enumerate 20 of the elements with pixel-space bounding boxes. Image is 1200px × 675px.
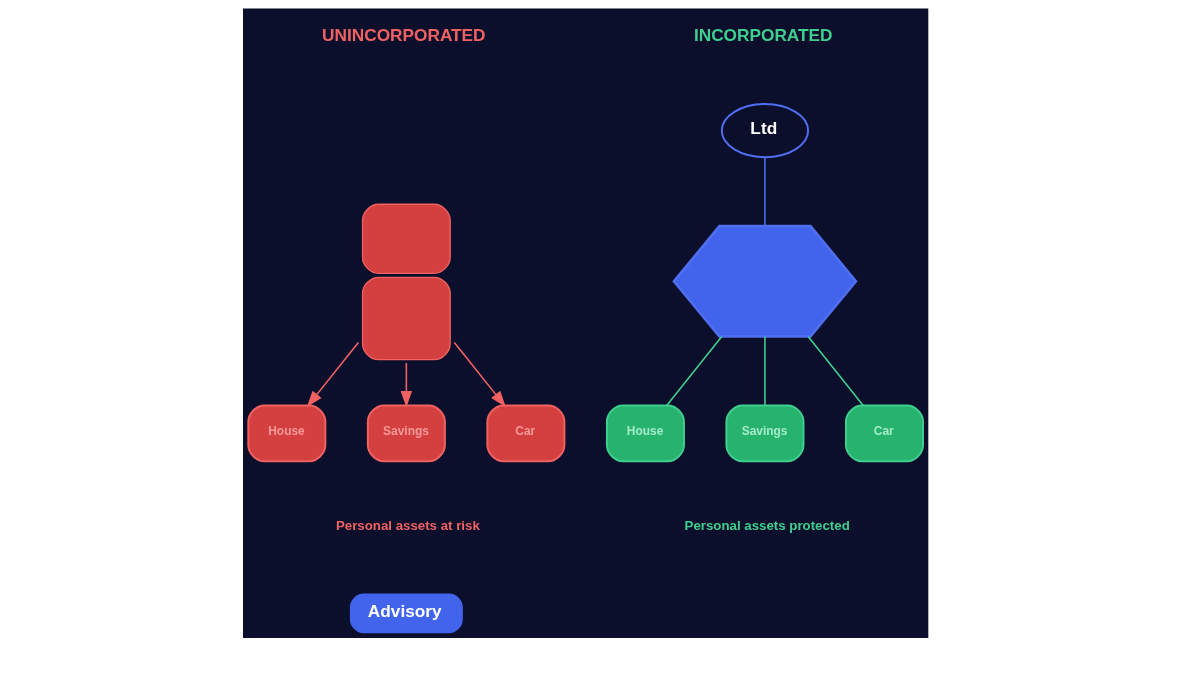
label: UNINCORPORATED xyxy=(322,24,486,45)
connector xyxy=(764,335,766,407)
node-box: Car xyxy=(844,404,924,463)
node-box: House xyxy=(247,404,327,463)
node-box: Savings xyxy=(366,404,446,463)
label: Personal assets protected xyxy=(684,517,850,533)
node-box: Savings xyxy=(725,404,805,463)
label: INCORPORATED xyxy=(693,24,833,45)
node-ellipse: Ltd xyxy=(720,103,810,159)
arrow xyxy=(453,341,506,408)
node-box: Car xyxy=(486,404,566,463)
arrow xyxy=(306,341,360,408)
arrow xyxy=(400,362,413,408)
connector xyxy=(764,156,766,227)
node-hexagon xyxy=(672,224,858,338)
connector xyxy=(807,335,864,407)
node-box: House xyxy=(605,404,685,463)
connector xyxy=(665,335,723,407)
node-box: Advisory xyxy=(349,593,463,634)
label: Personal assets at risk xyxy=(335,517,480,533)
